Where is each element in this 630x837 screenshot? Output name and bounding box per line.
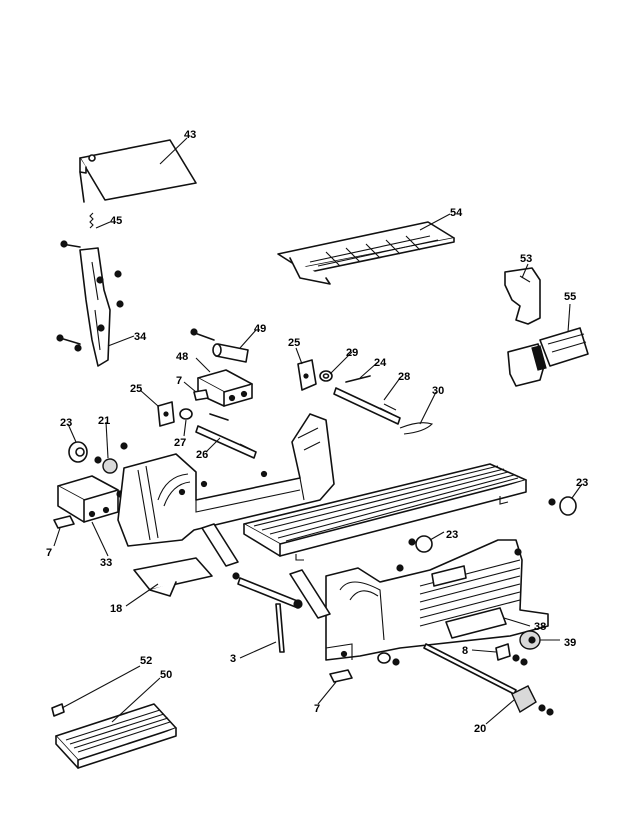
callout-50: 50: [160, 669, 172, 681]
callout-21: 21: [98, 415, 110, 427]
callout-34: 34: [134, 331, 147, 343]
part-54-tray: [277, 221, 455, 285]
part-45-spring: [89, 212, 94, 229]
part-24-pin: [345, 375, 371, 383]
callout-20: 20: [474, 723, 486, 735]
part-49-bar: [190, 328, 249, 363]
part-23-knob-a: [68, 441, 88, 463]
part-18-guard: [133, 557, 213, 597]
callout-23c: 23: [576, 477, 588, 489]
frame-left-casting: [117, 413, 335, 547]
callout-49: 49: [254, 323, 266, 335]
part-34-bracket: [56, 240, 124, 367]
part-8-bracket: [495, 643, 528, 666]
callout-45: 45: [110, 215, 122, 227]
callout-23a: 23: [60, 417, 72, 429]
callout-25a: 25: [288, 337, 300, 349]
callout-26: 26: [196, 449, 208, 461]
callout-30: 30: [432, 385, 444, 397]
callout-18: 18: [110, 603, 122, 615]
part-55-rail: [507, 327, 589, 387]
callout-38: 38: [534, 621, 546, 633]
callout-55: 55: [564, 291, 576, 303]
callout-labels: 43 45 54 53 55 34 49 25 29 24 48 28 7 25…: [46, 129, 588, 735]
part-7-plate-b: [53, 515, 75, 529]
part-33-housing: [57, 475, 124, 523]
callout-54: 54: [450, 207, 463, 219]
part-21-gear: [94, 442, 128, 474]
callout-8: 8: [462, 645, 468, 657]
part-25-bracket-b: [157, 401, 175, 427]
part-20-rod-knob: [423, 643, 554, 716]
part-28-shaft: [333, 387, 401, 425]
callout-7a: 7: [176, 375, 182, 387]
part-7-plate-c: [329, 669, 353, 683]
callout-33: 33: [100, 557, 112, 569]
callout-24: 24: [374, 357, 387, 369]
hardware-washers: [377, 564, 404, 666]
part-27-washer: [179, 408, 229, 421]
callout-25b: 25: [130, 383, 142, 395]
callout-7c: 7: [314, 703, 320, 715]
callout-3: 3: [230, 653, 236, 665]
link-arms: [201, 523, 331, 619]
callout-7b: 7: [46, 547, 52, 559]
frame-slatted-bed: [243, 463, 527, 561]
part-50-foot-plate: [55, 703, 177, 769]
leader-lines: [53, 137, 583, 725]
part-43-shelf: [79, 139, 197, 203]
callout-28: 28: [398, 371, 410, 383]
callout-53: 53: [520, 253, 532, 265]
part-23-knob-b: [408, 535, 433, 553]
callout-27: 27: [174, 437, 186, 449]
part-48-block: [197, 369, 253, 407]
callout-48: 48: [176, 351, 188, 363]
part-52-screw: [51, 703, 65, 717]
callout-52: 52: [140, 655, 152, 667]
part-23-knob-c: [548, 496, 577, 516]
part-7-plate-a: [193, 389, 209, 401]
callout-29: 29: [346, 347, 358, 359]
frame-right-casting: [325, 539, 549, 661]
callout-43: 43: [184, 129, 196, 141]
part-39-knob: [519, 630, 541, 650]
part-26-shaft: [195, 425, 257, 459]
callout-39: 39: [564, 637, 576, 649]
part-38-plate: [445, 607, 507, 639]
part-29-washer: [319, 370, 333, 382]
part-3-pin: [275, 603, 285, 653]
part-30-clip: [399, 422, 434, 435]
callout-23b: 23: [446, 529, 458, 541]
part-53-clip: [504, 267, 541, 325]
part-25-bracket-a: [297, 359, 317, 391]
